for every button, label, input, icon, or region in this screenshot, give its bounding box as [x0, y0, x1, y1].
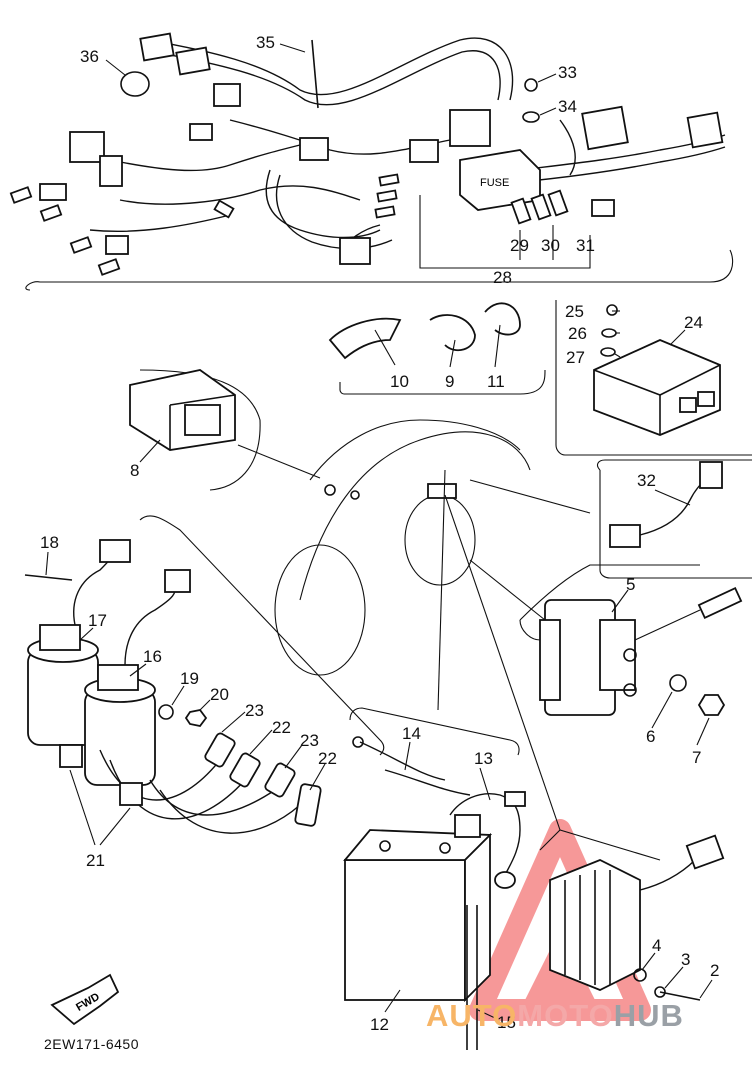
callout-label: 4 [652, 936, 661, 955]
starter-relay-5 [539, 587, 743, 716]
callout-label: 9 [445, 372, 454, 391]
callout-label: 35 [256, 33, 275, 52]
fuse-box: FUSE [459, 149, 541, 211]
bracket-10 [328, 317, 402, 360]
starter-relay [129, 369, 236, 451]
callout-label: 33 [558, 63, 577, 82]
callout-label: 29 [510, 236, 529, 255]
callout-label: 10 [390, 372, 409, 391]
callout-label: 36 [80, 47, 99, 66]
callout-label: 15 [497, 1013, 516, 1032]
callout-label: 23 [245, 701, 264, 720]
callout-label: 26 [568, 324, 587, 343]
leader-lines [45, 43, 713, 1019]
callout-label: 32 [637, 471, 656, 490]
callout-label: 5 [626, 575, 635, 594]
ignition-coil-17 [27, 624, 99, 746]
callout-label: 20 [210, 685, 229, 704]
callout-label: 28 [493, 268, 512, 287]
watermark-part-c: HUB [613, 998, 684, 1033]
cdi-unit [593, 339, 721, 436]
wire-harness: FUSE [9, 32, 726, 276]
battery [343, 829, 493, 1003]
callout-label: 12 [370, 1015, 389, 1034]
callout-label: 22 [272, 718, 291, 737]
callout-label: 17 [88, 611, 107, 630]
callout-label: 24 [684, 313, 703, 332]
callout-label: 30 [541, 236, 560, 255]
callout-label: 31 [576, 236, 595, 255]
callout-label: 25 [565, 302, 584, 321]
callout-label: 3 [681, 950, 690, 969]
callout-label: 16 [143, 647, 162, 666]
clamp-9 [429, 314, 476, 352]
callout-label: 21 [86, 851, 105, 870]
rectifier-regulator [549, 859, 641, 991]
callout-label: 7 [692, 748, 701, 767]
callout-label: 23 [300, 731, 319, 750]
forward-arrow: FWD [50, 973, 120, 1026]
callout-label: 8 [130, 461, 139, 480]
callout-label: 13 [474, 749, 493, 768]
callout-label: 34 [558, 97, 577, 116]
callout-label: 2 [710, 961, 719, 980]
sensor-32 [609, 461, 723, 548]
callout-labels: 36 35 33 34 29 30 31 28 25 26 27 24 10 9… [40, 33, 719, 1034]
callout-label: 14 [402, 724, 421, 743]
callout-label: 18 [40, 533, 59, 552]
callout-label: 22 [318, 749, 337, 768]
callout-label: 27 [566, 348, 585, 367]
callout-label: 11 [487, 372, 505, 391]
ignition-coil-16 [84, 664, 156, 786]
clamp-11 [484, 302, 521, 336]
watermark-text: AUTOMOTOHUB [426, 998, 684, 1034]
callout-label: 19 [180, 669, 199, 688]
drawing-number: 2EW171-6450 [44, 1036, 140, 1052]
watermark-part-b: MOTO [517, 998, 614, 1033]
callout-label: 6 [646, 727, 655, 746]
fuse-box-label: FUSE [480, 177, 509, 189]
motorcycle-silhouette [274, 419, 531, 676]
watermark-part-a: AUTO [426, 998, 518, 1033]
